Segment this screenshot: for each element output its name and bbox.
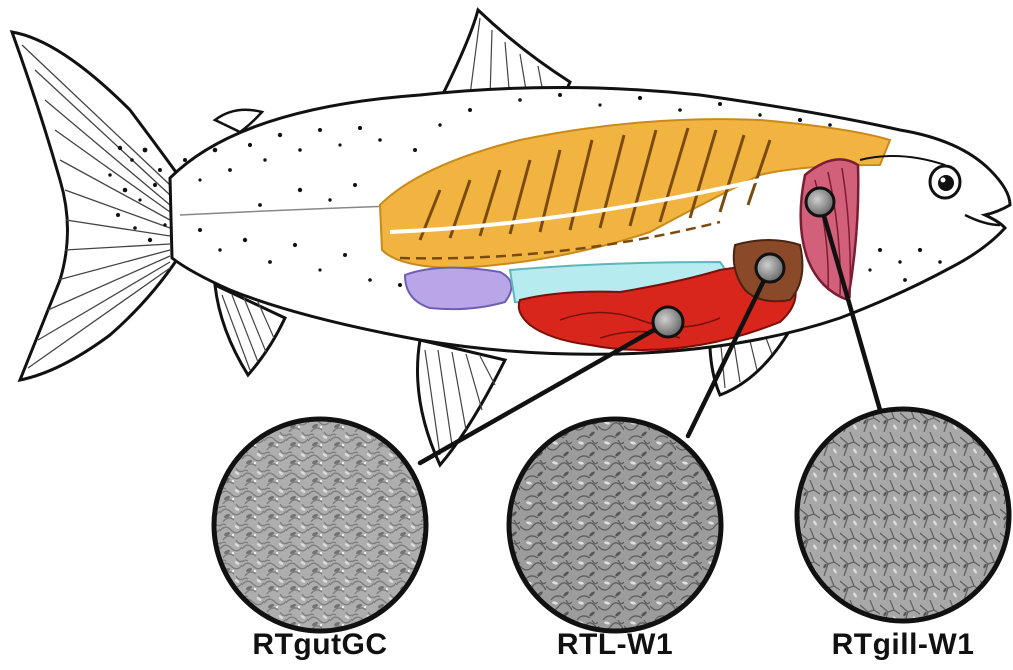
label-rtgill-w1: RTgill-W1 xyxy=(793,628,1013,662)
micrograph-liver xyxy=(505,415,725,635)
sample-dot-gut xyxy=(653,307,683,337)
sample-dot-gill xyxy=(806,188,834,216)
sample-dot-liver xyxy=(756,254,784,282)
label-rtgutgc: RTgutGC xyxy=(210,628,430,662)
pelvic-fin xyxy=(418,340,506,465)
tail-fin xyxy=(12,32,178,380)
label-rtl-w1: RTL-W1 xyxy=(505,628,725,662)
micrograph-gill xyxy=(793,405,1013,625)
micrograph-gut xyxy=(210,415,430,635)
kidney xyxy=(405,268,511,309)
